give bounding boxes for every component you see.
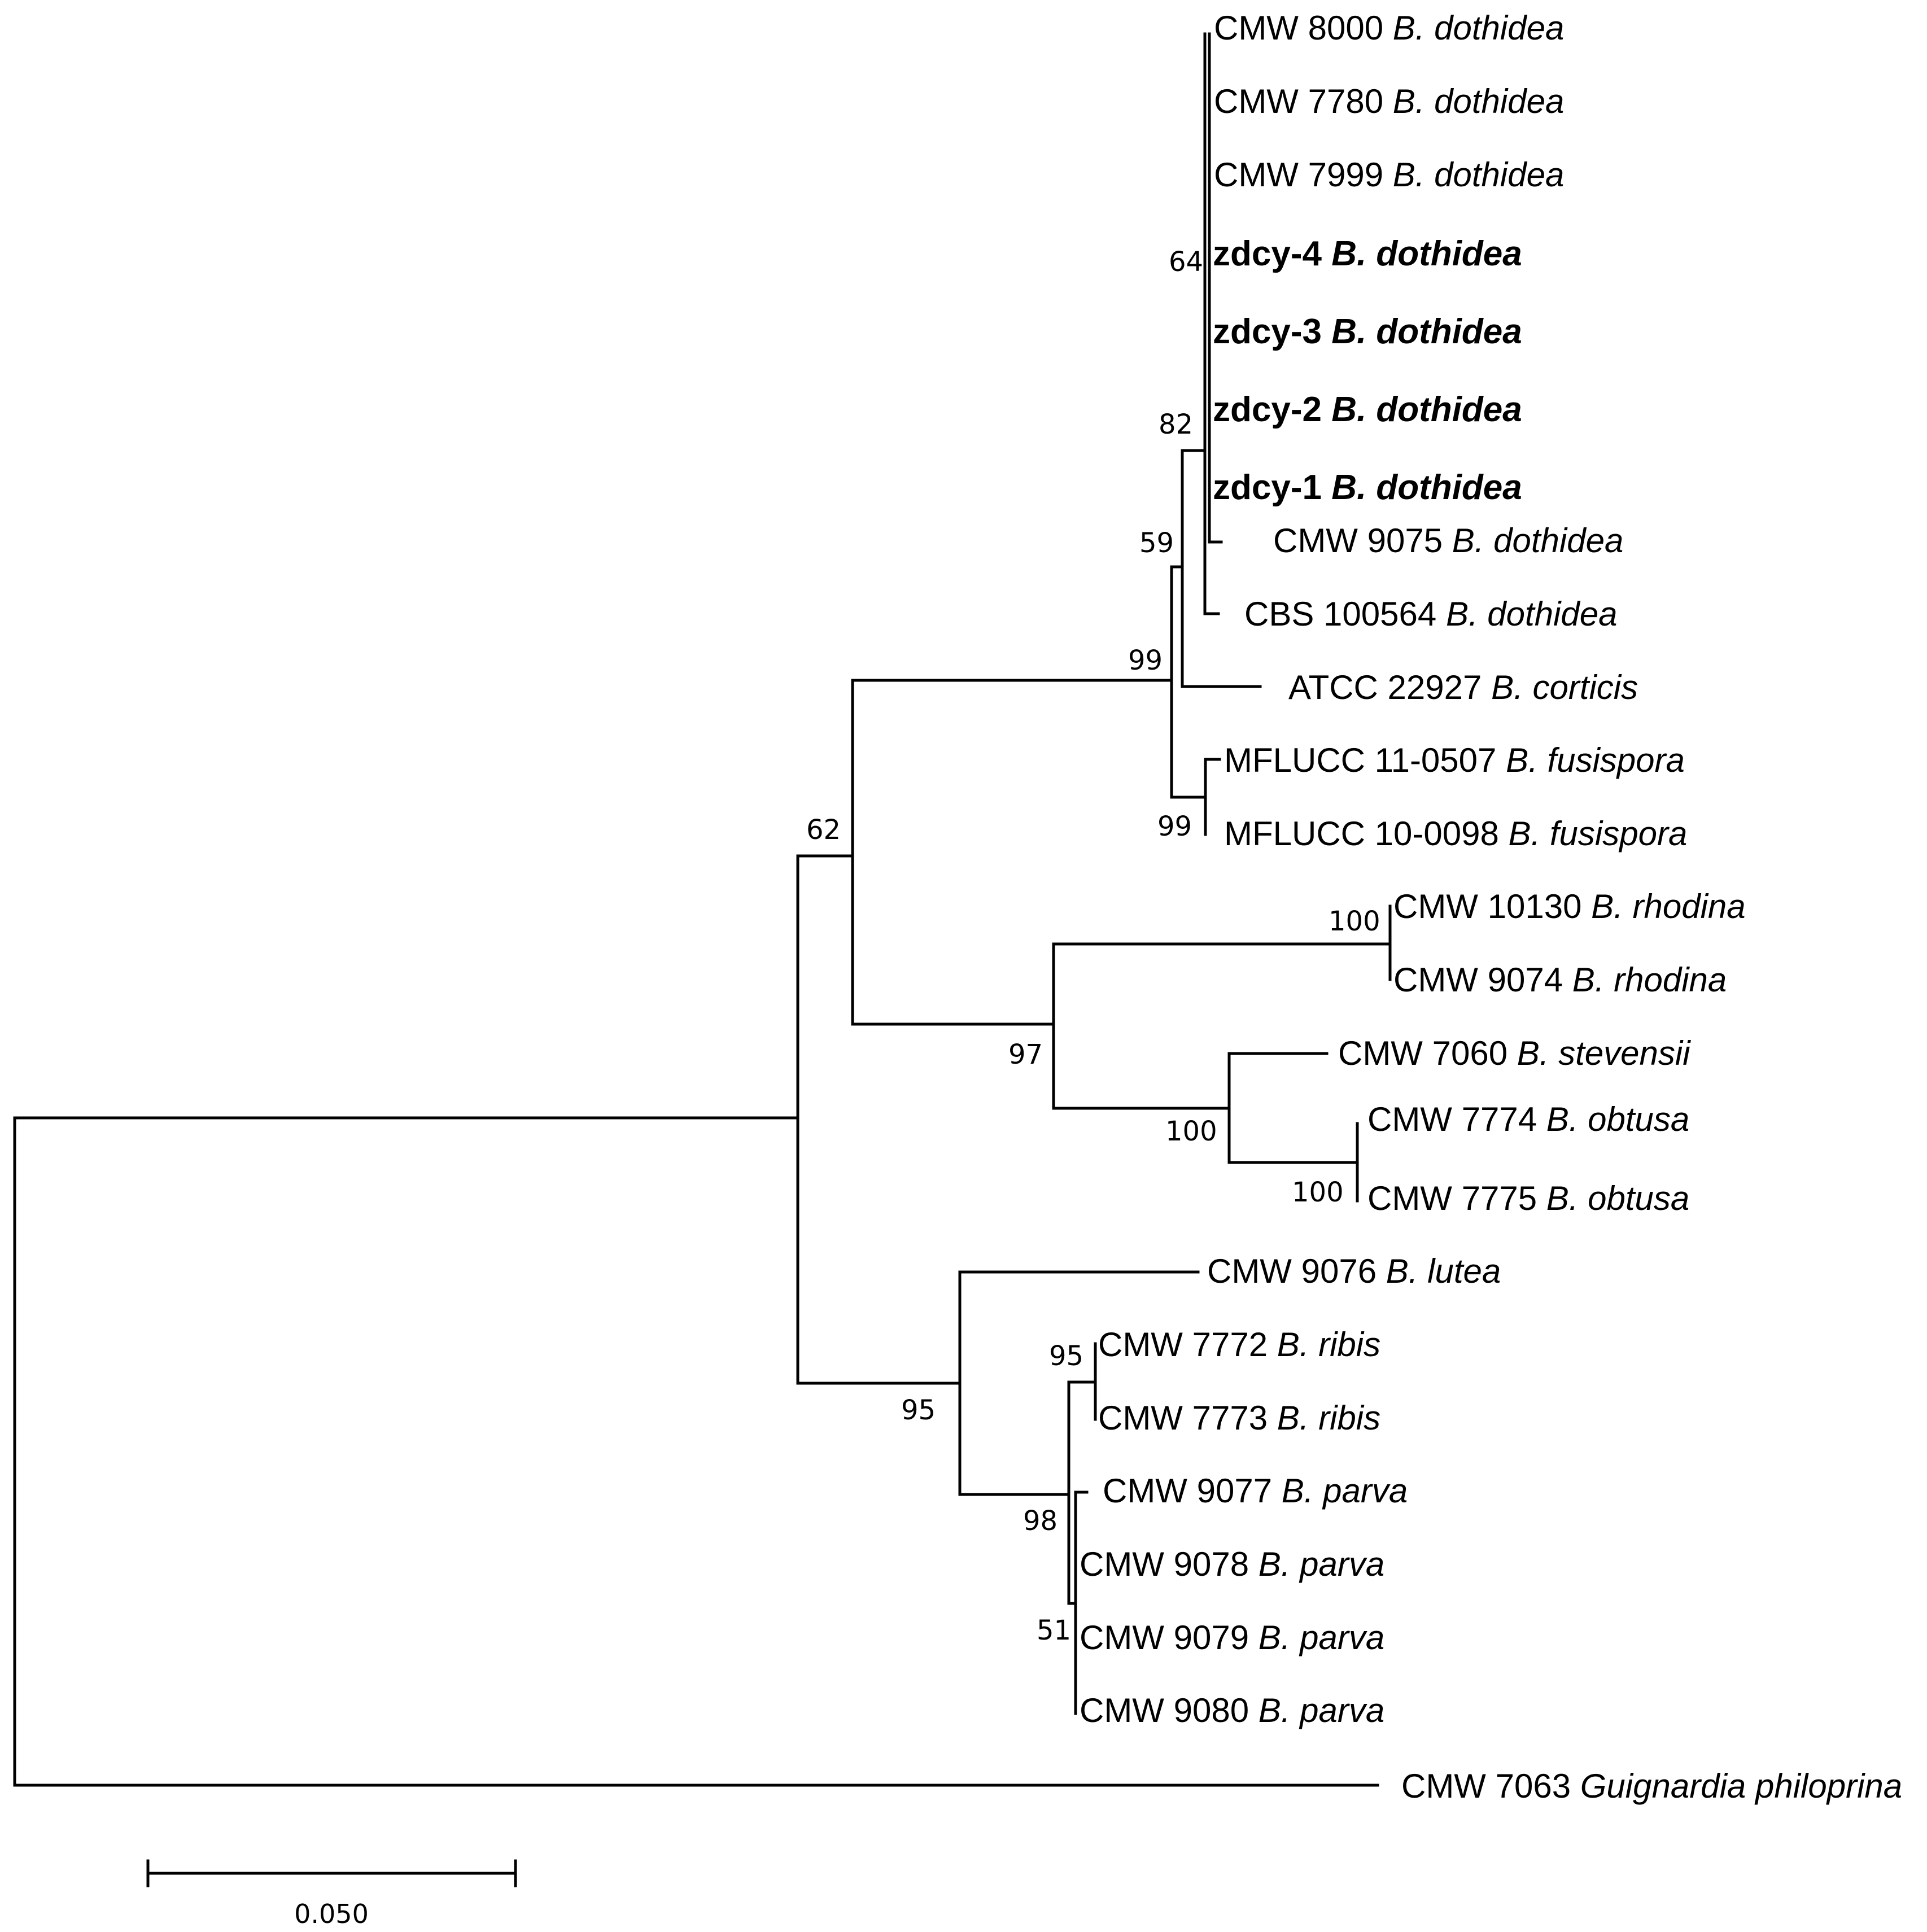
taxon-label: CMW 9080 B. parva <box>1080 1691 1384 1729</box>
support-value: 64 <box>1169 246 1203 278</box>
support-value: 95 <box>1049 1340 1083 1372</box>
taxon-label: zdcy-3 B. dothidea <box>1213 312 1522 351</box>
taxon-label: CMW 9075 B. dothidea <box>1273 522 1623 560</box>
taxon-label: zdcy-2 B. dothidea <box>1213 390 1522 429</box>
taxon-label: CMW 7999 B. dothidea <box>1214 156 1564 194</box>
support-value: 100 <box>1329 906 1380 937</box>
taxon-label: MFLUCC 10-0098 B. fusispora <box>1224 815 1687 853</box>
taxon-label: MFLUCC 11-0507 B. fusispora <box>1224 741 1685 779</box>
support-value: 99 <box>1128 645 1163 676</box>
taxon-label: CMW 9074 B. rhodina <box>1393 961 1727 999</box>
taxon-label: CMW 7775 B. obtusa <box>1367 1179 1689 1217</box>
taxon-label: CMW 7060 B. stevensii <box>1338 1034 1691 1072</box>
taxon-label: CMW 7772 B. ribis <box>1098 1326 1380 1363</box>
support-value: 59 <box>1139 527 1174 559</box>
taxon-label-outgroup: CMW 7063 Guignardia philoprina <box>1401 1767 1902 1805</box>
taxon-labels: CMW 8000 B. dothidea CMW 7780 B. dothide… <box>1080 9 1902 1805</box>
support-values: 64 82 59 99 99 62 100 97 100 100 95 95 9… <box>806 246 1380 1646</box>
support-value: 95 <box>901 1395 936 1426</box>
taxon-label: CMW 7780 B. dothidea <box>1214 82 1564 120</box>
support-value: 99 <box>1157 811 1192 842</box>
taxon-label: ATCC 22927 B. corticis <box>1288 668 1638 706</box>
taxon-label: zdcy-1 B. dothidea <box>1213 468 1522 507</box>
scale-bar-line <box>146 1859 517 1887</box>
support-value: 97 <box>1008 1039 1043 1070</box>
support-value: 62 <box>806 814 841 846</box>
taxon-label: CMW 10130 B. rhodina <box>1393 888 1746 925</box>
taxon-label: CMW 9078 B. parva <box>1080 1545 1384 1583</box>
support-value: 51 <box>1037 1615 1071 1646</box>
scale-bar-label: 0.050 <box>294 1899 369 1929</box>
tree-branches <box>13 32 1392 1787</box>
support-value: 98 <box>1023 1505 1058 1537</box>
support-value: 100 <box>1165 1116 1217 1147</box>
scale-bar: 0.050 <box>146 1859 517 1929</box>
taxon-label: CMW 9076 B. lutea <box>1207 1252 1501 1290</box>
taxon-label: CMW 9077 B. parva <box>1103 1472 1408 1510</box>
support-value: 82 <box>1159 409 1193 440</box>
taxon-label: zdcy-4 B. dothidea <box>1213 234 1522 273</box>
taxon-label: CBS 100564 B. dothidea <box>1244 595 1618 633</box>
support-value: 100 <box>1292 1177 1344 1208</box>
taxon-label: CMW 7773 B. ribis <box>1098 1399 1380 1437</box>
taxon-label: CMW 8000 B. dothidea <box>1214 9 1564 47</box>
taxon-label: CMW 7774 B. obtusa <box>1367 1100 1689 1138</box>
taxon-label: CMW 9079 B. parva <box>1080 1619 1384 1656</box>
